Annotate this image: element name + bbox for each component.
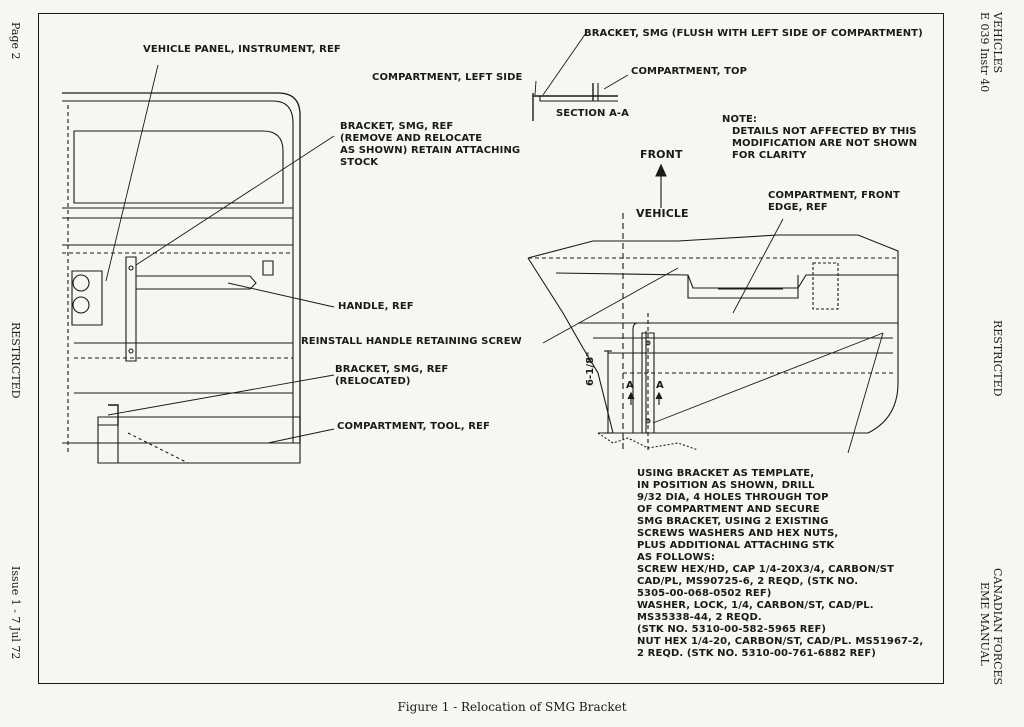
instruction-line: USING BRACKET AS TEMPLATE, bbox=[637, 468, 815, 479]
left-leaders bbox=[105, 64, 335, 444]
label-relocated-1: BRACKET, SMG, REF bbox=[335, 364, 449, 375]
page-number: Page 2 bbox=[9, 22, 22, 60]
label-bracket-ref-2: (REMOVE AND RELOCATE bbox=[340, 133, 483, 144]
label-bracket-ref-1: BRACKET, SMG, REF bbox=[340, 121, 454, 132]
label-vehicle-panel: VEHICLE PANEL, INSTRUMENT, REF bbox=[143, 44, 341, 55]
issue-date: Issue 1 - 7 Jul 72 bbox=[9, 566, 22, 660]
instruction-line: MS35338-44, 2 REQD. bbox=[637, 612, 762, 623]
section-mark-right: A bbox=[656, 380, 664, 391]
instruction-line: 9/32 DIA, 4 HOLES THROUGH TOP bbox=[637, 492, 829, 503]
instruction-line: WASHER, LOCK, 1/4, CARBON/ST, CAD/PL. bbox=[637, 600, 874, 611]
section-mark-left: A bbox=[626, 380, 634, 391]
label-comp-front-1: COMPARTMENT, FRONT bbox=[768, 190, 900, 201]
label-section-aa: SECTION A-A bbox=[556, 108, 629, 119]
left-restricted: RESTRICTED bbox=[9, 322, 22, 399]
canadian-forces: CANADIAN FORCES bbox=[991, 568, 1004, 686]
instruction-line: PLUS ADDITIONAL ATTACHING STK bbox=[637, 540, 835, 551]
dimension-label: 6-1/8" bbox=[585, 351, 596, 387]
figure-frame bbox=[38, 13, 944, 684]
note-line-2: DETAILS NOT AFFECTED BY THIS bbox=[732, 126, 917, 137]
label-vehicle: VEHICLE bbox=[636, 207, 689, 220]
left-panel-view bbox=[62, 92, 301, 464]
note-heading: NOTE: bbox=[722, 114, 758, 125]
right-compartment-view bbox=[527, 213, 899, 453]
label-compartment-left: COMPARTMENT, LEFT SIDE bbox=[372, 72, 523, 83]
instruction-line: 2 REQD. (STK NO. 5310-00-761-6882 REF) bbox=[637, 648, 876, 659]
note-line-3: MODIFICATION ARE NOT SHOWN bbox=[732, 138, 918, 149]
figure-caption: Figure 1 - Relocation of SMG Bracket bbox=[397, 700, 627, 714]
label-bracket-flush: BRACKET, SMG (FLUSH WITH LEFT SIDE OF CO… bbox=[584, 28, 923, 39]
label-compartment-top: COMPARTMENT, TOP bbox=[631, 66, 748, 77]
label-handle: HANDLE, REF bbox=[338, 301, 414, 312]
label-bracket-ref-4: STOCK bbox=[340, 157, 379, 168]
instruction-number: E 039 Instr 40 bbox=[978, 12, 991, 93]
instruction-line: AS FOLLOWS: bbox=[637, 552, 715, 563]
instruction-line: NUT HEX 1/4-20, CARBON/ST, CAD/PL. MS519… bbox=[637, 636, 924, 647]
instruction-line: 5305-00-068-0502 REF) bbox=[637, 588, 772, 599]
label-tool-compartment: COMPARTMENT, TOOL, REF bbox=[337, 421, 490, 432]
vehicles-heading: VEHICLES bbox=[991, 12, 1004, 74]
right-leaders bbox=[542, 218, 884, 454]
instruction-line: SCREW HEX/HD, CAP 1/4-20X3/4, CARBON/ST bbox=[637, 564, 895, 575]
label-comp-front-2: EDGE, REF bbox=[768, 202, 828, 213]
label-reinstall-screw: REINSTALL HANDLE RETAINING SCREW bbox=[301, 336, 522, 347]
note-line-4: FOR CLARITY bbox=[732, 150, 807, 161]
technical-drawing bbox=[62, 32, 899, 464]
instruction-line: (STK NO. 5310-00-582-5965 REF) bbox=[637, 624, 827, 635]
front-arrow bbox=[655, 163, 667, 208]
label-bracket-ref-3: AS SHOWN) RETAIN ATTACHING bbox=[340, 145, 521, 156]
instruction-line: SCREWS WASHERS AND HEX NUTS, bbox=[637, 528, 839, 539]
label-relocated-2: (RELOCATED) bbox=[335, 376, 411, 387]
right-restricted: RESTRICTED bbox=[991, 320, 1004, 397]
section-aa-detail bbox=[532, 32, 629, 121]
instruction-line: CAD/PL, MS90725-6, 2 REQD, (STK NO. bbox=[637, 576, 859, 587]
label-front: FRONT bbox=[640, 148, 683, 161]
instruction-line: IN POSITION AS SHOWN, DRILL bbox=[637, 480, 815, 491]
instruction-line: SMG BRACKET, USING 2 EXISTING bbox=[637, 516, 829, 527]
instruction-line: OF COMPARTMENT AND SECURE bbox=[637, 504, 820, 515]
eme-manual: EME MANUAL bbox=[978, 582, 991, 666]
